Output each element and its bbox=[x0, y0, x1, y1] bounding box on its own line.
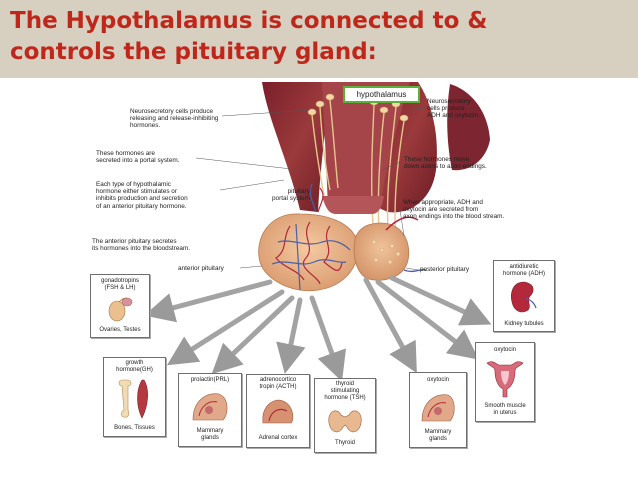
note-line: Neurosecretory bbox=[427, 98, 471, 105]
target-hormone: growth hormone(GH) bbox=[104, 360, 165, 374]
cap-line: tropin (ACTH) bbox=[259, 383, 297, 390]
note-line: releasing and release-inhibiting bbox=[130, 115, 219, 123]
target-prolactin: prolactin(PRL) Mammary glands bbox=[178, 373, 242, 447]
note-line: of an anterior pituitary hormone. bbox=[96, 202, 187, 210]
cap-line: gonadotropins bbox=[100, 278, 140, 284]
note-line: These hormones move bbox=[404, 156, 470, 163]
note-line: inhibits production and secretion bbox=[96, 195, 188, 203]
target-organ: Mammary glands bbox=[179, 428, 241, 442]
note-line: hormones. bbox=[130, 122, 161, 130]
note-line: its hormones into the bloodstream. bbox=[92, 245, 191, 253]
cap-line: thyroid bbox=[335, 381, 354, 387]
arrow-to-bones bbox=[166, 289, 285, 366]
note-line: ADH and oxytocin. bbox=[427, 112, 480, 120]
target-organ: Adrenal cortex bbox=[258, 435, 298, 442]
label-posterior-pituitary: posterior pituitary bbox=[420, 266, 470, 273]
cap-line: stimulating bbox=[330, 387, 360, 394]
pituitary-stalk bbox=[322, 196, 384, 214]
note-line: The anterior pituitary secretes bbox=[92, 238, 177, 245]
cap-line: Mammary bbox=[424, 429, 452, 436]
note-line: Neurosecretory cells produce bbox=[130, 108, 214, 115]
cap-line: hormone(GH) bbox=[116, 366, 153, 373]
note-line: down axons to axon endings. bbox=[404, 163, 487, 171]
cap-line: growth bbox=[125, 360, 144, 366]
note-line: pituitary bbox=[287, 188, 310, 195]
target-organ: Mammary glands bbox=[410, 429, 466, 443]
arrow-to-mammary bbox=[211, 295, 295, 375]
title-band bbox=[0, 0, 638, 78]
note-anterior-secretes: The anterior pituitary secretes its horm… bbox=[92, 238, 222, 252]
target-hormone: adrenocortico tropin (ACTH) bbox=[247, 377, 309, 391]
anterior-pituitary bbox=[258, 183, 359, 292]
target-hormone: antidiuretic hormone (ADH) bbox=[494, 264, 554, 278]
hormone-arrows bbox=[144, 275, 492, 382]
target-adh: antidiuretic hormone (ADH) Kidney tubule… bbox=[493, 260, 555, 332]
target-hormone: prolactin(PRL) bbox=[190, 377, 230, 383]
note-neurosecretory-cells: Neurosecretory cells produce releasing a… bbox=[130, 108, 240, 130]
slide-title-line-2: controls the pituitary gland: bbox=[10, 39, 377, 65]
target-organ: Smooth muscle in uterus bbox=[476, 403, 534, 417]
arrow-to-gonads bbox=[144, 279, 273, 323]
note-line: oxytocin are secreted from bbox=[403, 206, 479, 214]
target-gonadotropins: gonadotropins (FSH & LH) Ovaries, Testes bbox=[90, 274, 150, 338]
note-when-appropriate: When appropriate, ADH and oxytocin are s… bbox=[403, 199, 543, 221]
cap-line: antidiuretic bbox=[509, 264, 539, 270]
target-organ: Bones, Tissues bbox=[114, 425, 155, 432]
cap-line: glands bbox=[429, 436, 447, 443]
note-each-type: Each type of hypothalamic hormone either… bbox=[96, 181, 226, 210]
mammary-gland-icon bbox=[192, 393, 228, 421]
target-growth: growth hormone(GH) Bones, Tissues bbox=[103, 357, 166, 437]
note-neurosecretory-adh: Neurosecretory cells produce ADH and oxy… bbox=[427, 98, 517, 120]
arrow-to-kidney bbox=[389, 275, 492, 326]
cap-line: in uterus bbox=[493, 410, 517, 417]
arrow-to-thyroid bbox=[309, 295, 347, 382]
cap-line: hormone (TSH) bbox=[324, 394, 366, 401]
target-hormone: thyroid stimulating hormone (TSH) bbox=[315, 381, 375, 401]
label-anterior-pituitary: anterior pituitary bbox=[178, 265, 224, 272]
note-pituitary-portal-system: pituitary portal system bbox=[250, 188, 310, 202]
posterior-pituitary bbox=[353, 216, 427, 281]
hypothalamus-label: hypothalamus bbox=[343, 86, 420, 103]
target-hormone: gonadotropins (FSH & LH) bbox=[91, 278, 149, 292]
note-line: cells produce bbox=[427, 105, 465, 113]
target-organ: Kidney tubules bbox=[504, 321, 544, 328]
note-line: portal system bbox=[271, 195, 310, 203]
target-organ: Ovaries, Testes bbox=[99, 327, 141, 334]
note-move-down: These hormones move down axons to axon e… bbox=[404, 156, 514, 170]
note-line: When appropriate, ADH and bbox=[403, 199, 483, 206]
thyroid-icon bbox=[328, 410, 362, 433]
target-hormone: oxytocin bbox=[493, 347, 516, 353]
arrow-to-adrenal bbox=[276, 297, 306, 374]
uterus-icon bbox=[486, 361, 524, 398]
note-line: Each type of hypothalamic bbox=[96, 181, 171, 188]
mammary-gland-icon bbox=[421, 394, 455, 422]
note-line: hormone either stimulates or bbox=[96, 188, 177, 196]
cap-line: (FSH & LH) bbox=[104, 284, 136, 291]
note-line: These hormones are bbox=[96, 150, 155, 157]
cap-line: Mammary bbox=[196, 428, 224, 435]
slide-title: The Hypothalamus is connected to & contr… bbox=[10, 6, 610, 68]
cap-line: adrenocortico bbox=[259, 377, 297, 383]
target-hormone: oxytocin bbox=[426, 377, 449, 383]
gonads-icon bbox=[108, 297, 133, 322]
target-organ: Thyroid bbox=[334, 440, 355, 447]
target-oxytocin-mammary: oxytocin Mammary glands bbox=[409, 372, 467, 448]
cap-line: hormone (ADH) bbox=[502, 270, 545, 277]
arrow-to-mammary-oxytocin bbox=[363, 277, 417, 374]
target-acth: adrenocortico tropin (ACTH) Adrenal cort… bbox=[246, 374, 310, 448]
arrow-to-uterus bbox=[375, 279, 479, 360]
cap-line: glands bbox=[201, 435, 219, 442]
note-line: axon endings into the blood stream. bbox=[403, 213, 505, 221]
target-tsh: thyroid stimulating hormone (TSH) Thyroi… bbox=[314, 378, 376, 453]
cap-line: Smooth muscle bbox=[484, 403, 526, 410]
target-oxytocin-uterus: oxytocin Smooth muscle in uterus bbox=[475, 342, 535, 422]
adrenal-gland-icon bbox=[262, 399, 294, 424]
note-line: secreted into a portal system. bbox=[96, 157, 180, 165]
bone-muscle-icon bbox=[118, 379, 148, 419]
kidney-icon bbox=[511, 281, 537, 313]
slide-title-line-1: The Hypothalamus is connected to & bbox=[10, 8, 488, 34]
note-portal-system: These hormones are secreted into a porta… bbox=[96, 150, 206, 164]
leader-lines bbox=[195, 107, 426, 271]
